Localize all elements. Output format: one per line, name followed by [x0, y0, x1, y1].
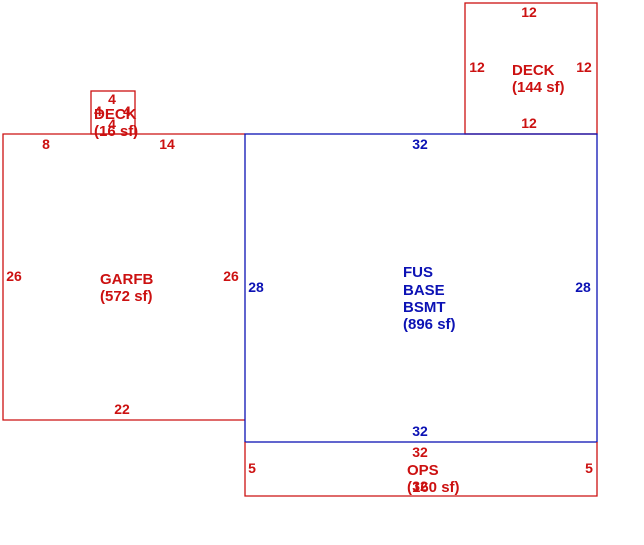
deck-top-dim-top: 12	[521, 4, 537, 20]
ops-dim-top: 32	[412, 444, 428, 460]
garfb-dim-left: 26	[6, 268, 22, 284]
garfb-dim-bottom: 22	[114, 401, 130, 417]
garfb-area: (572 sf)	[100, 288, 153, 305]
deck-small-area: (16 sf)	[94, 123, 138, 140]
deck-small-dim-bottom: 4	[108, 116, 116, 132]
ops-label: OPS	[407, 462, 439, 479]
fus-area: (896 sf)	[403, 316, 456, 333]
garfb-dim-top-left: 8	[42, 136, 50, 152]
fus-label-line-3: BSMT	[403, 299, 446, 316]
fus-label-line-1: FUS	[403, 264, 433, 281]
deck-top-area: (144 sf)	[512, 79, 565, 96]
fus-dim-right: 28	[575, 279, 591, 295]
ops-dim-right: 5	[585, 460, 593, 476]
fus-outline	[244, 133, 598, 443]
fus-label-line-2: BASE	[403, 282, 445, 299]
fus-dim-bottom: 32	[412, 423, 428, 439]
deck-top-dim-right: 12	[576, 59, 592, 75]
ops-area: (160 sf)	[407, 479, 460, 496]
deck-top-dim-left: 12	[469, 59, 485, 75]
deck-small-dim-left: 4	[94, 103, 102, 119]
ops-dim-left: 5	[248, 460, 256, 476]
garfb-label: GARFB	[100, 271, 153, 288]
deck-small-dim-right: 4	[123, 103, 131, 119]
ops-outline	[244, 442, 598, 497]
deck-top-dim-bottom: 12	[521, 115, 537, 131]
fus-dim-left: 28	[248, 279, 264, 295]
ops-dim-bottom: 32	[412, 478, 428, 494]
fus-dim-top: 32	[412, 136, 428, 152]
deck-small-dim-top: 4	[108, 91, 116, 107]
deck-top-label: DECK	[512, 62, 555, 79]
deck-small-label: DECK	[94, 106, 137, 123]
garfb-outline	[2, 133, 245, 421]
garfb-dim-right: 26	[223, 268, 239, 284]
garfb-dim-top-right: 14	[159, 136, 175, 152]
